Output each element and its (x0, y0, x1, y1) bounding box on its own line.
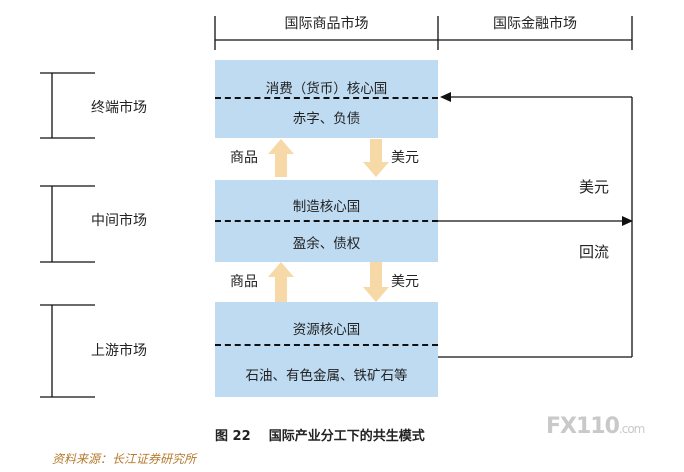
consumer-core-title: 消费（货币）核心国 (265, 81, 388, 97)
label-goods-lower: 商品 (230, 274, 258, 290)
watermark-main: FX110 (546, 414, 620, 439)
box-consumer-core-country: 消费（货币）核心国 赤字、负债 (215, 60, 438, 138)
usd-down-arrow-lower (363, 262, 389, 302)
watermark-suffix: .com (618, 422, 645, 436)
financial-flow-loop (438, 96, 633, 358)
box-resource-core-country: 资源核心国 石油、有色金属、铁矿石等 (215, 302, 438, 397)
label-financial-return: 回流 (579, 243, 610, 261)
usd-down-arrow-upper (363, 139, 389, 177)
consumer-core-status: 赤字、负债 (292, 111, 361, 127)
consumer-divider (215, 97, 438, 99)
goods-up-arrow-lower (268, 262, 294, 302)
label-middle-market: 中间市场 (91, 213, 147, 229)
watermark-logo: FX110.com (546, 414, 645, 439)
arrowhead-to-consumer (440, 92, 451, 102)
manufacturing-core-status: 盈余、债权 (292, 236, 361, 252)
box-manufacturing-core-country: 制造核心国 盈余、债权 (215, 180, 438, 262)
header-international-financial-market: 国际金融市场 (493, 16, 577, 32)
figure-caption: 图 22 国际产业分工下的共生模式 (215, 429, 425, 444)
goods-up-arrow-upper (268, 139, 294, 177)
label-financial-usd: 美元 (579, 178, 610, 196)
manufacturing-core-title: 制造核心国 (292, 199, 361, 215)
market-brackets (40, 72, 95, 398)
label-terminal-market: 终端市场 (91, 100, 147, 116)
resource-core-title: 资源核心国 (292, 322, 361, 338)
resource-core-items: 石油、有色金属、铁矿石等 (245, 368, 408, 384)
header-international-commodity-market: 国际商品市场 (284, 16, 369, 32)
header-bracket (214, 16, 633, 50)
source-note: 资料来源：长江证券研究所 (52, 452, 197, 466)
label-goods-upper: 商品 (230, 150, 258, 166)
manufacturing-divider (215, 220, 438, 222)
label-usd-upper: 美元 (391, 150, 419, 166)
arrowhead-to-financial-market (622, 216, 633, 226)
label-upstream-market: 上游市场 (91, 343, 147, 359)
label-usd-lower: 美元 (391, 274, 419, 290)
resource-divider (215, 344, 438, 346)
